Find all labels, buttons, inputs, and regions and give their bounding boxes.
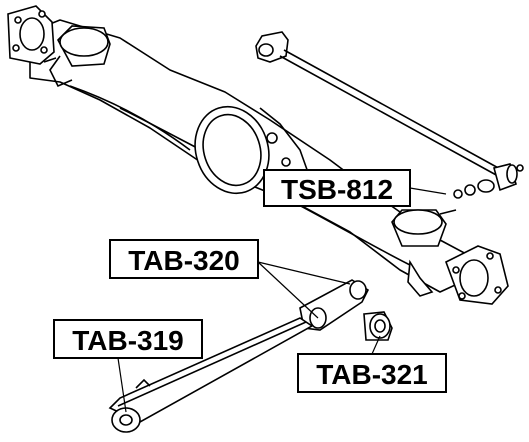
differential-cover [194, 105, 311, 197]
label-tab-321-text: TAB-321 [316, 359, 428, 390]
lower-control-arm [108, 317, 314, 433]
right-spring-seat [391, 209, 457, 297]
label-tsb-812: TSB-812 [263, 169, 411, 207]
label-tab-321: TAB-321 [297, 353, 447, 393]
label-tab-319-text: TAB-319 [72, 325, 184, 356]
leader-lines [117, 187, 447, 413]
label-tab-319: TAB-319 [53, 319, 203, 359]
label-tab-320: TAB-320 [109, 239, 259, 279]
left-flange [7, 5, 55, 65]
upper-control-arm [299, 279, 393, 341]
label-tsb-812-text: TSB-812 [281, 174, 393, 205]
right-flange [445, 245, 509, 305]
lateral-rod [255, 31, 524, 199]
label-tab-320-text: TAB-320 [128, 245, 240, 276]
left-spring-seat [43, 25, 111, 88]
